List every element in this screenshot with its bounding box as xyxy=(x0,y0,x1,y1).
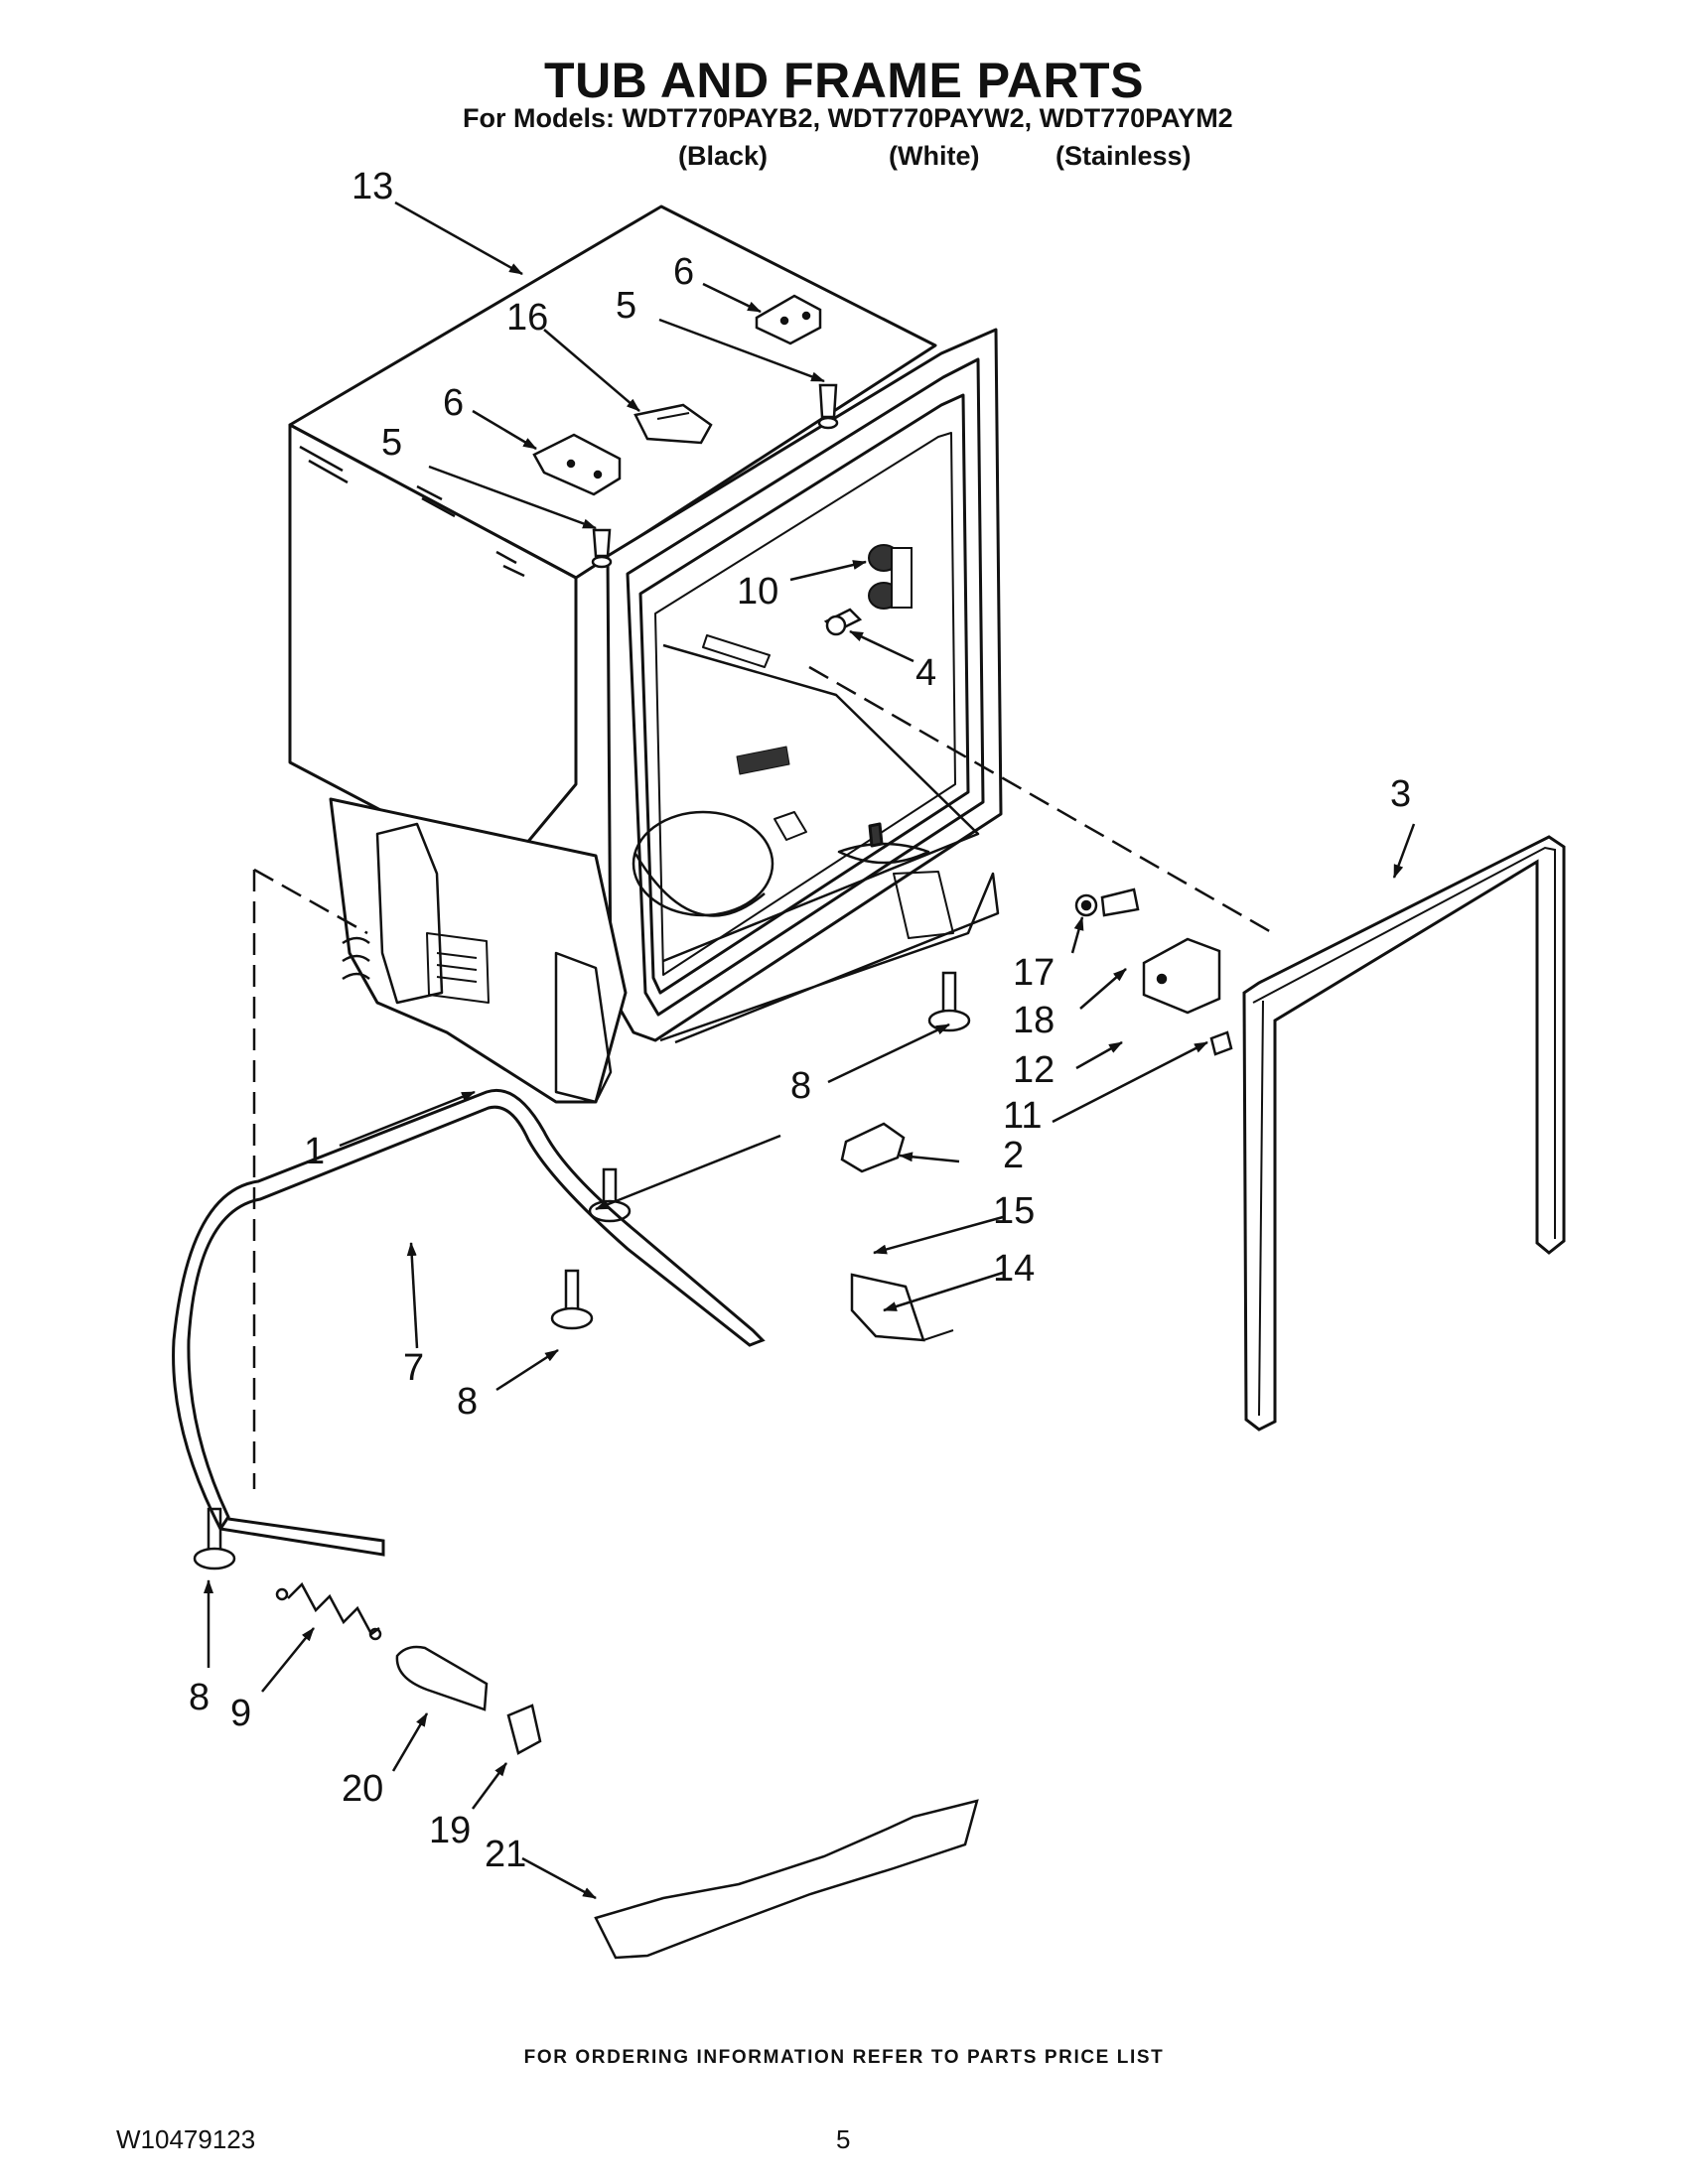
callout-3: 3 xyxy=(1390,773,1411,815)
callout-16: 16 xyxy=(506,297,548,339)
ordering-note: FOR ORDERING INFORMATION REFER TO PARTS … xyxy=(523,2047,1165,2068)
leveling-leg-right xyxy=(927,971,971,1032)
hinge-bracket-lower xyxy=(532,433,622,496)
finish-stainless: (Stainless) xyxy=(1055,141,1192,171)
callout-9: 9 xyxy=(230,1693,251,1734)
foot-pad xyxy=(395,1645,489,1711)
leveling-leg-left xyxy=(193,1507,236,1570)
callout-13: 13 xyxy=(352,166,393,207)
callout-11: 11 xyxy=(1003,1095,1042,1137)
strike-plate xyxy=(633,403,713,445)
callout-7: 7 xyxy=(403,1347,424,1389)
small-bracket-hardware xyxy=(1074,887,1233,1056)
thermal-fuse xyxy=(840,1122,954,1342)
tub-seal-strip xyxy=(172,1088,766,1557)
callout-6-upper: 6 xyxy=(673,251,694,293)
page-number: 5 xyxy=(836,2124,851,2154)
callout-6-lower: 6 xyxy=(443,382,464,424)
page-title: TUB AND FRAME PARTS xyxy=(544,53,1144,108)
callout-19: 19 xyxy=(429,1810,471,1851)
door-hinge-part xyxy=(868,544,913,610)
callout-21: 21 xyxy=(485,1834,526,1875)
callout-15: 15 xyxy=(993,1190,1035,1232)
clip xyxy=(506,1704,542,1755)
models-line: For Models: WDT770PAYB2, WDT770PAYW2, WD… xyxy=(463,103,1233,133)
tub-assembly xyxy=(288,205,1003,1104)
door-gasket xyxy=(1242,835,1566,1432)
callout-1: 1 xyxy=(304,1131,325,1172)
mount-screw xyxy=(823,608,863,636)
callout-8-center: 8 xyxy=(457,1381,478,1423)
callout-5-upper: 5 xyxy=(616,285,636,327)
screw-upper xyxy=(817,383,839,430)
callout-12: 12 xyxy=(1013,1049,1055,1091)
callout-17: 17 xyxy=(1013,952,1055,994)
callout-20: 20 xyxy=(342,1768,383,1810)
document-number: W10479123 xyxy=(116,2124,256,2154)
screw-lower xyxy=(591,528,613,569)
callout-leaders xyxy=(204,201,1416,1900)
callout-2: 2 xyxy=(1003,1135,1024,1176)
finish-white: (White) xyxy=(889,141,980,171)
callout-5-lower: 5 xyxy=(381,422,402,464)
toe-panel xyxy=(594,1799,979,1960)
callout-4: 4 xyxy=(915,652,936,694)
callout-8-right: 8 xyxy=(790,1065,811,1107)
callout-18: 18 xyxy=(1013,1000,1055,1041)
callout-8-left: 8 xyxy=(189,1677,210,1718)
spring xyxy=(275,1581,382,1641)
finish-black: (Black) xyxy=(678,141,769,171)
callout-10: 10 xyxy=(737,571,778,613)
leveling-leg-front xyxy=(550,1269,594,1330)
callout-14: 14 xyxy=(993,1248,1035,1290)
dashed-leader-lines xyxy=(252,665,1274,1489)
hinge-bracket-upper xyxy=(755,294,822,345)
